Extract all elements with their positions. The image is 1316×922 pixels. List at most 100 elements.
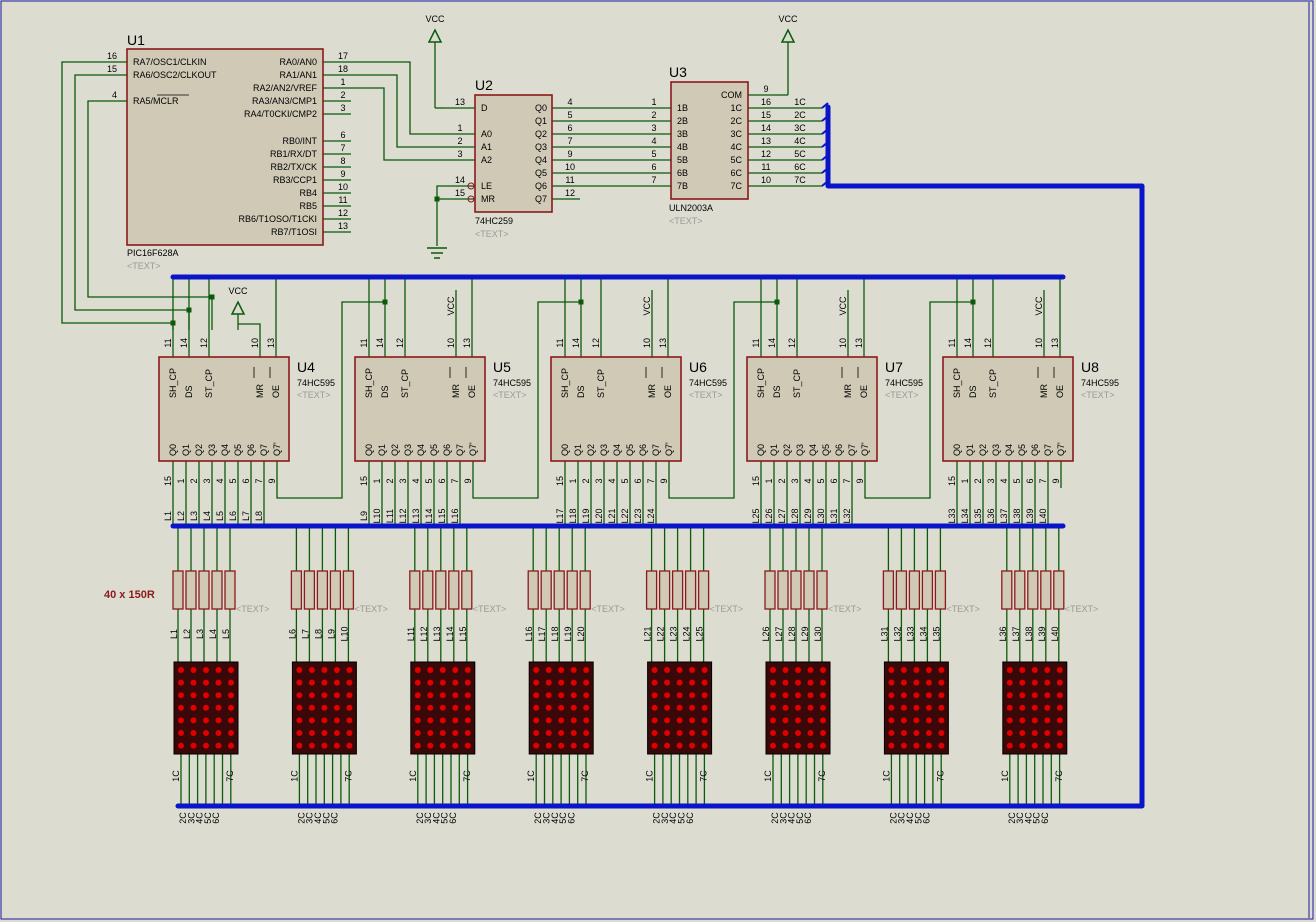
sr-ghost-text: <TEXT> xyxy=(1081,390,1115,400)
led-dot xyxy=(545,730,552,736)
led-dot xyxy=(1044,692,1051,699)
led-dot xyxy=(651,692,658,699)
resistor xyxy=(1053,570,1065,610)
u3-pin-name: 6B xyxy=(677,168,688,178)
led-dot xyxy=(215,667,222,673)
sr-pin-name: MR xyxy=(647,384,657,398)
matrix-bottom-net: 6C xyxy=(922,812,932,824)
led-dot xyxy=(308,730,315,736)
led-dot xyxy=(795,730,801,736)
led-dot xyxy=(583,717,590,724)
led-dot xyxy=(807,742,814,749)
led-dot xyxy=(333,730,340,736)
led-dot xyxy=(545,742,552,749)
u1-pin-num: 7 xyxy=(340,143,345,153)
led-dot xyxy=(570,704,577,711)
matrix-row-label: 1C xyxy=(171,770,181,782)
sr-pin-num: 15 xyxy=(947,476,957,486)
res-ghost-text: <TEXT> xyxy=(710,604,744,614)
led-dot xyxy=(178,742,184,749)
led-dot xyxy=(676,717,683,724)
sr-pin-num: 3 xyxy=(790,478,800,483)
matrix-col-label: L39 xyxy=(1037,626,1047,641)
u2-pin-name: Q4 xyxy=(535,155,547,165)
matrix-bottom-net: 3C xyxy=(660,812,670,824)
led-dot xyxy=(1019,730,1026,736)
u2-pin-num: 1 xyxy=(457,123,462,133)
sr-pin-name: DS xyxy=(968,385,978,398)
junction xyxy=(170,320,176,326)
sr-pin-num: 15 xyxy=(555,476,565,486)
led-dot xyxy=(701,742,708,749)
matrix-col-label: L23 xyxy=(669,626,679,641)
led-dot xyxy=(651,667,658,673)
sr-out-label: L26 xyxy=(764,508,774,523)
sr-out-label: L32 xyxy=(842,508,852,523)
sr-pin-num: 4 xyxy=(803,478,813,483)
led-dot xyxy=(414,679,421,686)
led-dot xyxy=(190,667,197,673)
sr-pin-name: Q1 xyxy=(573,444,583,456)
sr-pin-name: Q2 xyxy=(978,444,988,456)
sr-pin-num: 14 xyxy=(571,338,581,348)
matrix-row-label: 1C xyxy=(763,770,773,782)
u3-net-label: 4C xyxy=(794,136,806,146)
u1-pin-num: 17 xyxy=(338,51,348,61)
sr-cascade xyxy=(472,301,581,499)
sr-pin-name: Q7 xyxy=(455,444,465,456)
matrix-bottom-net: 6C xyxy=(685,812,695,824)
led-dot xyxy=(664,730,671,736)
led-dot xyxy=(558,730,565,736)
matrix-bottom-net: 2C xyxy=(415,812,425,824)
led-dot xyxy=(770,704,776,711)
sr-pin-num: 5 xyxy=(228,478,238,483)
led-dot xyxy=(701,667,708,673)
u3-pin-name: 4C xyxy=(730,142,742,152)
matrix-bottom-net: 6C xyxy=(330,812,340,824)
sr-ref: U7 xyxy=(885,359,903,375)
u2-pin-num: 11 xyxy=(565,175,574,185)
led-dot xyxy=(228,717,234,724)
resistor xyxy=(895,570,908,610)
res-ghost-text: <TEXT> xyxy=(236,604,270,614)
u2-gnd-junction xyxy=(434,196,440,202)
led-dot xyxy=(1056,679,1063,686)
matrix-col-label: L38 xyxy=(1024,626,1034,641)
led-dot xyxy=(1006,717,1013,724)
text-layer: U1PIC16F628A<TEXT>16RA7/OSC1/CLKIN15RA6/… xyxy=(104,14,1119,824)
matrix-row-label: 7C xyxy=(343,770,353,782)
led-dot xyxy=(807,667,814,673)
sr-pin-num: 11 xyxy=(555,338,565,347)
u1-pin-num: 15 xyxy=(107,64,117,74)
matrix-bottom-net: 3C xyxy=(186,812,196,824)
led-dot xyxy=(346,679,353,686)
u1-pin-name: RB4 xyxy=(299,188,317,198)
led-dot xyxy=(1056,692,1063,699)
led-dot xyxy=(888,730,895,736)
matrix-col-label: L6 xyxy=(287,629,297,639)
resistor xyxy=(764,570,776,610)
led-dot xyxy=(427,717,434,724)
led-dot xyxy=(178,679,184,686)
sr-pin-name: OE xyxy=(663,385,673,398)
vcc-u4-label: VCC xyxy=(228,286,248,296)
led-dot xyxy=(583,704,590,711)
led-dot xyxy=(452,717,459,724)
sr-out-label: L14 xyxy=(424,508,434,523)
sr-out-label: L28 xyxy=(790,508,800,523)
resistor xyxy=(185,570,197,610)
led-dot xyxy=(296,730,303,736)
sr-pin-name: OE xyxy=(859,385,869,398)
matrix-col-label: L1 xyxy=(169,629,179,639)
resistor-note: 40 x 150R xyxy=(104,589,155,601)
sr-pin-num: 10 xyxy=(446,338,456,348)
sr-pin-num: 1 xyxy=(960,478,970,483)
sr-pin-num: 12 xyxy=(395,338,405,348)
led-dot xyxy=(782,679,789,686)
sr-pin-name: OE xyxy=(271,385,281,398)
led-dot xyxy=(308,742,315,749)
sr-pin-name: MR xyxy=(1039,384,1049,398)
matrix-bottom-net: 5C xyxy=(558,812,568,824)
led-dot xyxy=(321,742,328,749)
led-dot xyxy=(820,667,826,673)
